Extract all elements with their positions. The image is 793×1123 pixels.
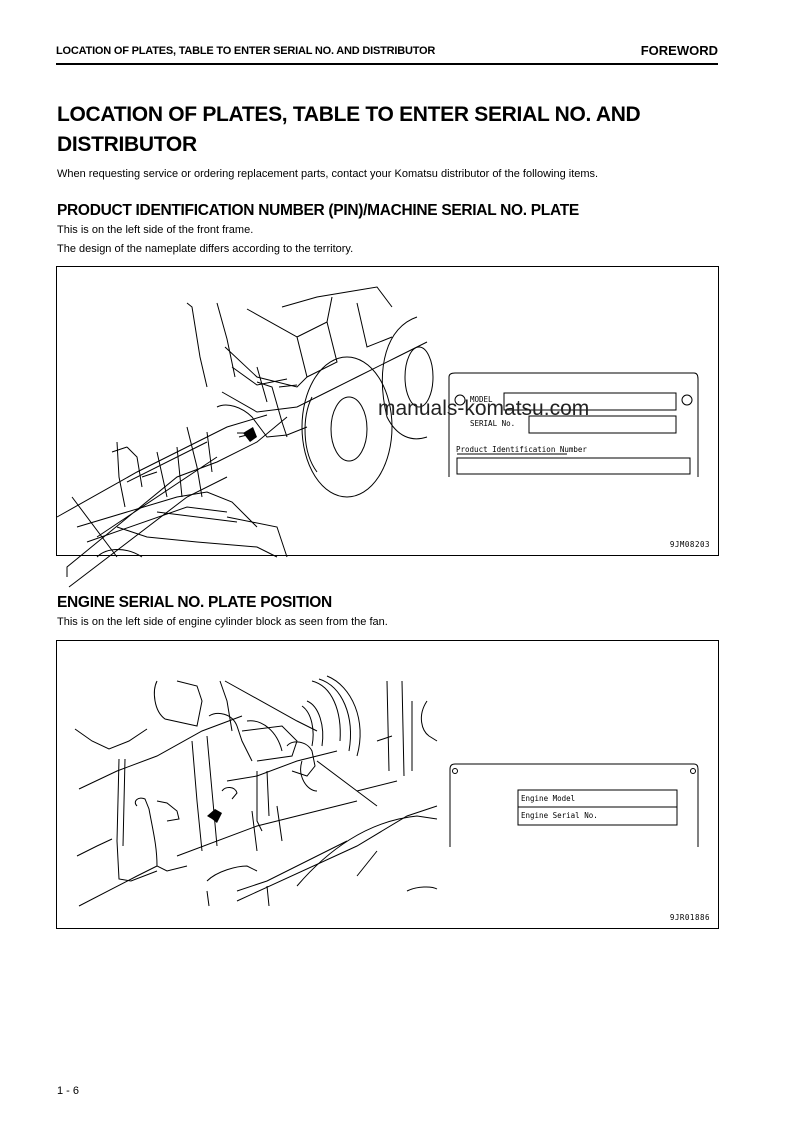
intro-paragraph: When requesting service or ordering repl…	[57, 168, 599, 180]
wheel-loader-illustration	[56, 286, 699, 588]
engine-illustration	[74, 675, 699, 907]
body-line: This is on the left side of the front fr…	[57, 224, 254, 236]
section-body-pin-plate: This is on the left side of the front fr…	[57, 222, 353, 258]
plate-engine-model-label: Engine Model	[521, 794, 576, 803]
figure-id: 9JR01886	[669, 913, 710, 922]
figure-pin-plate: MODEL SERIAL No. Product Identification …	[56, 266, 719, 588]
pin-nameplate	[448, 372, 699, 477]
figure-engine-plate: Engine Model Engine Serial No. 9JR01886	[56, 640, 719, 929]
watermark: manuals-komatsu.com	[378, 397, 590, 420]
figure-id: 9JM08203	[669, 540, 710, 549]
engine-nameplate	[449, 763, 699, 847]
plate-engine-serial-label: Engine Serial No.	[521, 811, 598, 820]
section-body-engine-plate: This is on the left side of engine cylin…	[57, 614, 388, 631]
header-rule	[56, 63, 718, 65]
plate-pin-label: Product Identification Number	[456, 445, 587, 454]
running-header-section: FOREWORD	[640, 43, 718, 58]
section-heading-pin-plate: PRODUCT IDENTIFICATION NUMBER (PIN)/MACH…	[57, 202, 579, 219]
page-title: LOCATION OF PLATES, TABLE TO ENTER SERIA…	[57, 100, 717, 160]
page-title-line-1: LOCATION OF PLATES, TABLE TO ENTER SERIA…	[57, 103, 641, 126]
plate-serial-label: SERIAL No.	[470, 419, 516, 428]
section-heading-engine-plate: ENGINE SERIAL NO. PLATE POSITION	[57, 594, 332, 611]
plate-model-label: MODEL	[470, 395, 493, 404]
page-number: 1 - 6	[57, 1085, 80, 1097]
body-line: The design of the nameplate differs acco…	[57, 243, 354, 255]
running-header-title: LOCATION OF PLATES, TABLE TO ENTER SERIA…	[56, 45, 436, 57]
page-title-line-2: DISTRIBUTOR	[57, 133, 197, 156]
body-line: This is on the left side of engine cylin…	[57, 616, 388, 628]
